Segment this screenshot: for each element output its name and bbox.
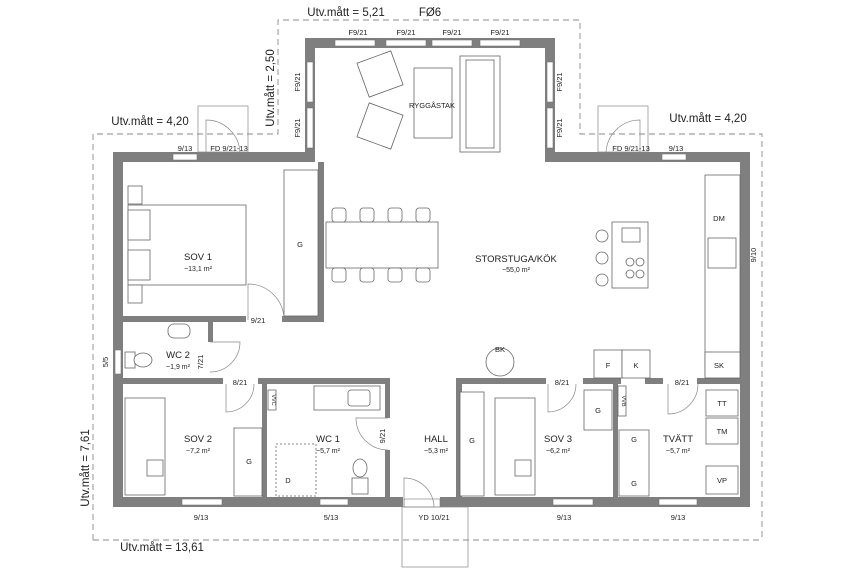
tvatt-name: TVÄTT: [663, 434, 693, 445]
vp-label: VP: [717, 476, 727, 485]
sov2-door-swing: [225, 383, 255, 413]
hall-furniture: [403, 391, 485, 508]
storstuga-name: STORSTUGA/KÖK: [475, 254, 557, 265]
freezer: [621, 349, 651, 379]
wc2-name: WC 2: [166, 350, 190, 361]
kitchen-island: [595, 221, 649, 289]
tvatt-door-swing: [667, 383, 699, 415]
tvatt-door: 8/21: [675, 378, 690, 387]
window-wc1-bottom: 5/13: [324, 513, 339, 522]
sov1-furniture: [127, 169, 319, 317]
sov2-furniture: [124, 397, 263, 506]
window-sov1-top: 9/13: [178, 144, 193, 153]
sov3-name: SOV 3: [544, 434, 572, 445]
porch-window-4: F9/21: [490, 28, 509, 37]
porch-window-left-2: F9/21: [293, 118, 302, 137]
sov3-furniture: [494, 389, 613, 506]
vvb-label: VVB: [620, 395, 626, 406]
wc2-area: ~1,9 m²: [166, 364, 191, 371]
sov3-area: ~6,2 m²: [546, 448, 571, 455]
tvatt-closet: G: [631, 435, 637, 444]
cupboard: [704, 351, 741, 379]
wc2-fixtures: [114, 323, 191, 375]
foundation-label: FØ6: [419, 7, 441, 19]
shower-label: D: [285, 476, 291, 485]
wc2-door-swing: [209, 341, 241, 373]
freezer-label: K: [633, 361, 638, 370]
sov1-name: SOV 1: [184, 252, 212, 263]
fridge: [593, 349, 623, 379]
hall-name: HALL: [424, 434, 448, 445]
stove: [485, 347, 515, 377]
porch-window-1: F9/21: [348, 28, 367, 37]
entrance-steps: [401, 477, 469, 568]
wc1-name: WC 1: [316, 434, 340, 445]
cupboard-label: SK: [714, 361, 724, 370]
window-right-wall: 9/10: [749, 248, 758, 263]
dimension-outline: [92, 19, 763, 541]
sov3-closet: G: [595, 406, 601, 415]
window-sov3-bottom: 9/13: [557, 513, 572, 522]
fridge-label: F: [606, 361, 611, 370]
porch-furniture: [356, 50, 501, 153]
dryer-label: TT: [717, 399, 727, 408]
porch-window-2: F9/21: [396, 28, 415, 37]
vvc-label: VVC: [270, 394, 276, 405]
dim-total-width: Utv.mått = 13,61: [120, 542, 204, 554]
wc1-door: 9/21: [378, 429, 387, 444]
wc1-area: ~5,7 m²: [316, 448, 341, 455]
wc1-door-swing: [355, 417, 389, 451]
entrance-door: YD 10/21: [418, 513, 449, 522]
dining-table: [325, 207, 439, 283]
porch-windows: [306, 39, 554, 149]
sov2-name: SOV 2: [184, 434, 212, 445]
porch-label: RYGGÅSTAK: [409, 101, 455, 110]
sov1-closet: G: [297, 240, 303, 249]
dim-top-depth: Utv.mått = 2,50: [265, 49, 277, 126]
dishwasher-label: DM: [713, 214, 725, 223]
window-tvatt-bottom: 9/13: [671, 513, 686, 522]
porch-window-3: F9/21: [442, 28, 461, 37]
terrace-doors: [172, 105, 687, 161]
sov1-door-swing: [247, 283, 285, 321]
right-terrace-door: FD 9/21-13: [612, 144, 650, 153]
wc2-door: 7/21: [196, 355, 205, 370]
hall-closet: G: [469, 436, 475, 445]
sov1-area: ~13,1 m²: [184, 266, 212, 273]
stove-label: BK: [495, 345, 505, 354]
hall-area: ~5,3 m²: [424, 448, 449, 455]
dim-total-depth: Utv.mått = 7,61: [80, 429, 92, 506]
wc1-fixtures: [267, 385, 381, 506]
sov1-door: 9/21: [251, 316, 266, 325]
window-sov2-bottom: 9/13: [194, 513, 209, 522]
dim-top-width: Utv.mått = 5,21: [307, 7, 384, 19]
sov3-door-swing: [547, 383, 577, 413]
window-right-top: 9/13: [669, 144, 684, 153]
washer-label: TM: [717, 427, 728, 436]
sov2-door: 8/21: [233, 378, 248, 387]
kitchen-counter: [704, 174, 741, 376]
tvatt-area: ~5,7 m²: [666, 448, 691, 455]
porch-window-left-1: F9/21: [293, 72, 302, 91]
storstuga-area: ~55,0 m²: [502, 267, 530, 274]
left-terrace-door: FD 9/21-13: [210, 144, 248, 153]
window-left-wall: 5/5: [101, 357, 110, 367]
porch-window-right-2: F9/21: [555, 118, 564, 137]
sov2-area: ~7,2 m²: [186, 448, 211, 455]
sov2-closet: G: [246, 457, 252, 466]
dim-right-wing: Utv.mått = 4,20: [669, 113, 746, 125]
dim-left-wing: Utv.mått = 4,20: [111, 116, 188, 128]
porch-window-right-1: F9/21: [555, 72, 564, 91]
tvatt-closet-2: G: [631, 479, 637, 488]
sov3-door: 8/21: [555, 378, 570, 387]
tvatt-fixtures: [617, 385, 739, 506]
